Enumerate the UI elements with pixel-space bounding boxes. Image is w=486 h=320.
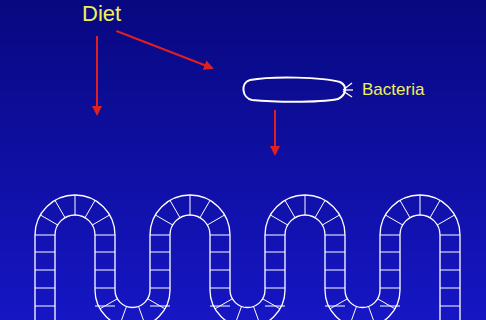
diet-to-villi-arrow (96, 36, 98, 114)
cell-wall (440, 306, 460, 307)
cell-wall (215, 299, 232, 309)
node-label: Diet (82, 1, 121, 27)
cell-wall (380, 235, 400, 236)
red-arrow (116, 31, 212, 68)
cell-wall (85, 200, 95, 217)
cell-wall (315, 200, 325, 217)
cell-wall (150, 270, 170, 271)
cell-wall (265, 235, 285, 236)
cell-wall (305, 195, 306, 215)
cell-wall (120, 306, 127, 320)
cell-wall (210, 270, 230, 271)
cell-wall (350, 306, 357, 320)
cell-wall (254, 306, 261, 320)
cell-wall (92, 215, 109, 225)
cell-wall (170, 200, 180, 217)
cell-wall (40, 215, 57, 225)
cell-wall (380, 270, 400, 271)
cell-wall (95, 270, 115, 271)
cell-wall (437, 215, 454, 225)
villi-cells (35, 195, 460, 320)
cell-wall (285, 200, 295, 217)
bacterium-outline (212, 68, 358, 112)
cell-wall (440, 270, 460, 271)
cell-wall (148, 299, 165, 309)
cell-wall (325, 270, 345, 271)
bacteria-to-villi-arrow (274, 110, 276, 154)
cell-wall (378, 299, 395, 309)
cell-wall (95, 288, 115, 289)
cell-wall (420, 195, 421, 215)
node-label: Bacteria (362, 80, 424, 100)
cell-wall (440, 288, 460, 289)
cell-wall (139, 306, 146, 320)
cell-wall (190, 195, 191, 215)
cell-wall (210, 252, 230, 253)
cell-wall (150, 235, 170, 236)
villi-inner-wall (55, 215, 440, 320)
cell-wall (265, 288, 285, 289)
cell-wall (35, 235, 55, 236)
cell-wall (210, 288, 230, 289)
cell-wall (270, 215, 287, 225)
cell-wall (95, 235, 115, 236)
cell-wall (380, 252, 400, 253)
cell-wall (400, 200, 410, 217)
cell-wall (265, 252, 285, 253)
cell-wall (263, 299, 280, 309)
cell-wall (325, 235, 345, 236)
cell-wall (150, 288, 170, 289)
cell-wall (440, 252, 460, 253)
cell-wall (207, 215, 224, 225)
diet-label: Diet (78, 0, 126, 29)
cell-wall (322, 215, 339, 225)
cell-wall (150, 252, 170, 253)
cell-wall (75, 195, 76, 215)
cell-wall (330, 299, 347, 309)
cell-wall (35, 270, 55, 271)
cell-wall (55, 200, 65, 217)
cell-wall (200, 200, 210, 217)
cell-wall (210, 235, 230, 236)
cell-wall (265, 270, 285, 271)
cell-wall (380, 288, 400, 289)
cell-wall (35, 252, 55, 253)
cell-wall (35, 288, 55, 289)
cell-wall (440, 235, 460, 236)
bacteria-cell: Bacteria (212, 68, 429, 112)
villi-outer-wall (35, 195, 460, 320)
cell-wall (155, 215, 172, 225)
cell-wall (325, 252, 345, 253)
cell-wall (430, 200, 440, 217)
cell-wall (100, 299, 117, 309)
cell-wall (385, 215, 402, 225)
cell-wall (235, 306, 242, 320)
cell-wall (325, 288, 345, 289)
cell-wall (35, 306, 55, 307)
cell-wall (369, 306, 376, 320)
cell-wall (95, 252, 115, 253)
